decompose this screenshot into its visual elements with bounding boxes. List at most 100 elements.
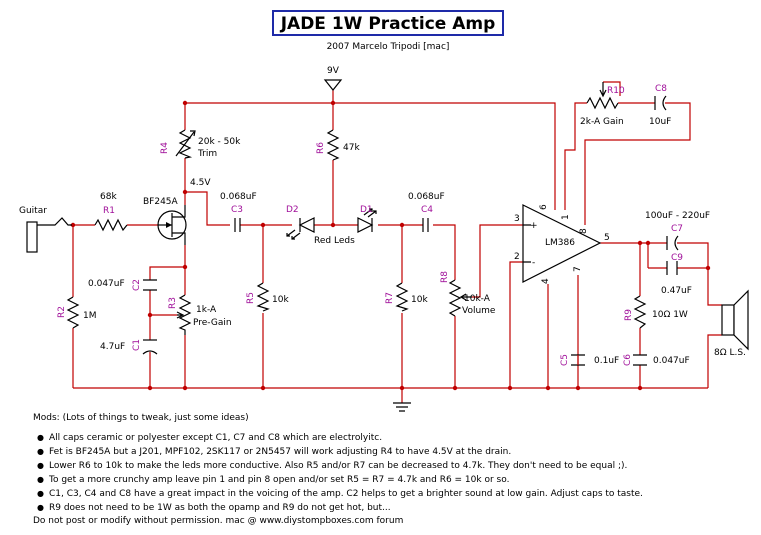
note-item: Lower R6 to 10k to make the leds more co… xyxy=(33,459,753,473)
svg-text:10uF: 10uF xyxy=(649,117,671,127)
svg-text:4: 4 xyxy=(541,278,551,284)
svg-text:3: 3 xyxy=(514,214,520,224)
potentiometer-r3: 1k-A Pre-Gain R3 xyxy=(168,294,232,335)
svg-text:LM386: LM386 xyxy=(545,238,575,248)
notes-footer: Do not post or modify without permission… xyxy=(33,516,404,526)
svg-text:C9: C9 xyxy=(671,253,683,263)
svg-text:R5: R5 xyxy=(246,292,256,304)
svg-text:C6: C6 xyxy=(623,354,633,366)
svg-text:D2: D2 xyxy=(286,205,299,215)
svg-text:C3: C3 xyxy=(231,205,243,215)
svg-text:10k: 10k xyxy=(411,295,428,305)
drain-voltage-label: 4.5V xyxy=(190,178,211,188)
supply-9v: 9V xyxy=(323,66,343,91)
svg-text:D1: D1 xyxy=(360,205,373,215)
speaker: 8Ω L.S. xyxy=(714,289,749,358)
svg-text:100uF - 220uF: 100uF - 220uF xyxy=(645,211,710,221)
guitar-jack: Guitar xyxy=(19,206,72,253)
svg-text:0.068uF: 0.068uF xyxy=(408,192,445,202)
svg-text:+: + xyxy=(530,221,538,231)
svg-text:C8: C8 xyxy=(655,84,667,94)
svg-text:1k-A: 1k-A xyxy=(196,305,217,315)
svg-text:R3: R3 xyxy=(168,297,178,309)
resistor-r6: 47k R6 xyxy=(316,129,360,161)
wires xyxy=(70,81,722,403)
svg-text:9V: 9V xyxy=(327,66,340,76)
svg-text:C1: C1 xyxy=(132,339,142,351)
svg-text:0.047uF: 0.047uF xyxy=(88,279,125,289)
svg-text:6: 6 xyxy=(539,204,549,210)
svg-text:0.047uF: 0.047uF xyxy=(653,356,690,366)
svg-text:C2: C2 xyxy=(132,279,142,291)
ground-symbol xyxy=(393,402,411,412)
svg-text:Trim: Trim xyxy=(197,149,217,159)
svg-text:C7: C7 xyxy=(671,224,683,234)
svg-text:Volume: Volume xyxy=(462,306,496,316)
lm386-amp: + - LM386 3 2 4 6 1 8 5 7 xyxy=(514,204,610,284)
svg-text:R10: R10 xyxy=(607,86,625,96)
svg-text:Guitar: Guitar xyxy=(19,206,47,216)
capacitor-c5: 0.1uF C5 xyxy=(560,354,619,366)
svg-text:8Ω L.S.: 8Ω L.S. xyxy=(714,348,746,358)
capacitor-c7: 100uF - 220uF C7 xyxy=(645,211,710,251)
svg-text:R4: R4 xyxy=(160,142,170,154)
svg-text:8: 8 xyxy=(579,228,589,234)
capacitor-c9: 0.47uF C9 xyxy=(661,253,692,296)
resistor-r1: 68k R1 xyxy=(94,192,128,232)
svg-text:68k: 68k xyxy=(100,192,117,202)
svg-text:7: 7 xyxy=(573,266,583,272)
note-item: R9 does not need to be 1W as both the op… xyxy=(33,501,753,515)
jfet-q1: BF245A xyxy=(143,197,187,245)
capacitor-c4: 0.068uF C4 xyxy=(408,192,445,232)
svg-text:5: 5 xyxy=(604,233,610,243)
led-d1: D1 xyxy=(357,205,377,233)
note-item: Fet is BF245A but a J201, MPF102, 2SK117… xyxy=(33,445,753,459)
subtitle: 2007 Marcelo Tripodi [mac] xyxy=(327,42,450,52)
svg-text:R1: R1 xyxy=(103,206,115,216)
svg-text:C5: C5 xyxy=(560,354,570,366)
svg-text:R7: R7 xyxy=(385,292,395,304)
svg-text:0.1uF: 0.1uF xyxy=(594,356,619,366)
svg-text:0.47uF: 0.47uF xyxy=(661,286,692,296)
svg-text:20k - 50k: 20k - 50k xyxy=(198,137,241,147)
svg-text:-: - xyxy=(532,258,535,268)
led-d2: D2 xyxy=(286,205,315,240)
resistor-r5: 10k R5 xyxy=(246,282,289,312)
svg-text:R2: R2 xyxy=(57,306,67,318)
note-item: To get a more crunchy amp leave pin 1 an… xyxy=(33,473,753,487)
svg-text:Pre-Gain: Pre-Gain xyxy=(193,318,232,328)
svg-text:BF245A: BF245A xyxy=(143,197,179,207)
junctions xyxy=(70,100,711,391)
title-box xyxy=(272,10,504,36)
title: JADE 1W Practice Amp xyxy=(280,14,496,34)
capacitor-c1: 4.7uF C1 xyxy=(100,339,158,355)
svg-text:47k: 47k xyxy=(343,143,360,153)
note-item: C1, C3, C4 and C8 have a great impact in… xyxy=(33,487,753,501)
svg-text:10k-A: 10k-A xyxy=(464,294,491,304)
resistor-r7: 10k R7 xyxy=(385,282,428,312)
svg-text:R9: R9 xyxy=(624,309,634,321)
svg-text:10Ω 1W: 10Ω 1W xyxy=(652,310,688,320)
trimmer-r4: 20k - 50k Trim R4 xyxy=(160,129,241,159)
svg-text:R6: R6 xyxy=(316,142,326,154)
svg-text:C4: C4 xyxy=(421,205,433,215)
notes-heading: Mods: (Lots of things to tweak, just som… xyxy=(33,413,249,423)
svg-text:1M: 1M xyxy=(83,311,97,321)
red-leds-label: Red Leds xyxy=(314,236,355,246)
capacitor-c3: 0.068uF C3 xyxy=(220,192,257,232)
resistor-r2: 1M R2 xyxy=(57,296,97,329)
note-item: All caps ceramic or polyester except C1,… xyxy=(33,431,753,445)
notes: Mods: (Lots of things to tweak, just som… xyxy=(33,412,753,528)
capacitor-c8: 10uF C8 xyxy=(649,84,671,127)
potentiometer-r10: 2k-A Gain R10 xyxy=(580,82,625,127)
svg-text:1: 1 xyxy=(561,214,571,220)
svg-text:2: 2 xyxy=(514,252,520,262)
capacitor-c2: 0.047uF C2 xyxy=(88,279,157,291)
svg-text:4.7uF: 4.7uF xyxy=(100,342,125,352)
resistor-r9: 10Ω 1W R9 xyxy=(624,295,688,329)
svg-text:0.068uF: 0.068uF xyxy=(220,192,257,202)
svg-text:R8: R8 xyxy=(440,271,450,283)
capacitor-c6: 0.047uF C6 xyxy=(623,354,690,366)
svg-text:2k-A Gain: 2k-A Gain xyxy=(580,117,624,127)
